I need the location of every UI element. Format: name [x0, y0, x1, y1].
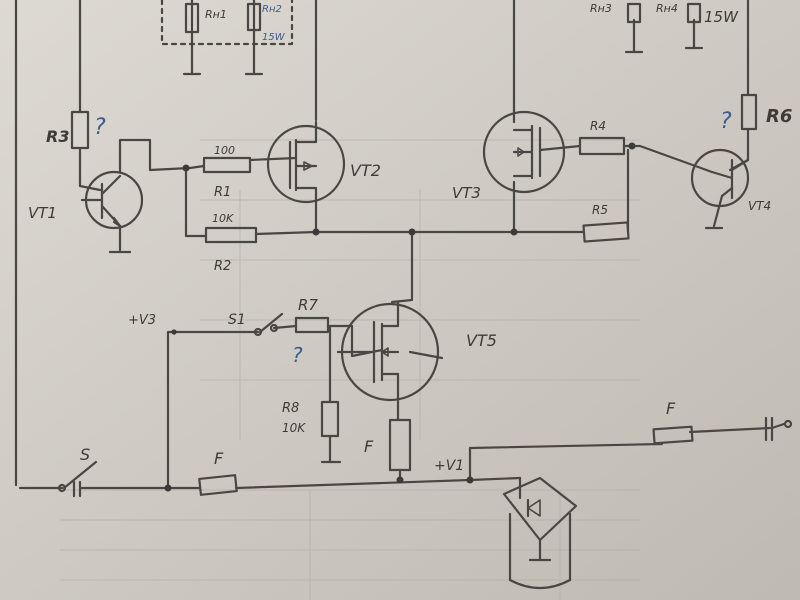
resistor-r6 [740, 93, 758, 131]
label-rn2-power: 15W [262, 32, 286, 43]
label-vt3: VT3 [452, 184, 481, 202]
label-vt5: VT5 [466, 331, 497, 350]
label-s1: S1 [228, 312, 246, 328]
label-vt4: VT4 [748, 199, 771, 213]
resistor-r5 [582, 221, 630, 243]
resistor-r1 [202, 156, 252, 174]
label-rn2: Rн2 [262, 4, 282, 15]
transistor-vt4 [690, 148, 750, 208]
label-r2-value: 10K [212, 212, 234, 225]
resistor-rn3 [626, 2, 642, 24]
label-vt2: VT2 [350, 161, 381, 180]
transistor-vt1 [80, 170, 144, 230]
label-r6: R6 [766, 106, 792, 127]
resistor-rn1 [184, 2, 200, 34]
label-f2: F [364, 437, 374, 456]
transistor-vt5 [336, 300, 444, 402]
transistor-vt3 [482, 110, 566, 194]
resistor-r8 [320, 400, 340, 438]
resistor-rn2 [246, 2, 262, 32]
label-r7-question: ? [292, 343, 303, 367]
switch-right [764, 416, 793, 442]
label-r4: R4 [590, 119, 606, 133]
label-f1: F [214, 449, 224, 468]
switch-s [57, 460, 98, 498]
label-r1-value: 100 [214, 144, 235, 157]
fuse-f3 [652, 425, 694, 445]
label-s: S [80, 445, 90, 464]
label-r5: R5 [592, 203, 608, 217]
label-rn4: Rн4 [656, 2, 678, 15]
fuse-f1 [198, 474, 238, 496]
label-r2: R2 [214, 259, 231, 274]
label-r1: R1 [214, 185, 231, 200]
label-r3-question: ? [94, 115, 106, 140]
label-f3: F [666, 399, 676, 418]
label-rn3: Rн3 [590, 2, 612, 15]
label-r6-question: ? [720, 109, 732, 134]
label-r3: R3 [46, 127, 69, 146]
label-v3: +V3 [128, 313, 156, 328]
label-r8-value: 10K [282, 421, 306, 435]
resistor-r4 [578, 136, 626, 156]
label-v1: +V1 [434, 458, 464, 474]
wires [14, 0, 772, 500]
fuse-f2 [388, 418, 412, 472]
label-rn1: Rн1 [205, 8, 227, 21]
resistor-rn4 [686, 2, 702, 24]
switch-s1 [253, 312, 298, 337]
junction-dots [164, 142, 636, 492]
label-r7: R7 [298, 296, 318, 314]
labels: Rн1 Rн2 15W Rн3 Rн4 15W R3 ? R6 ? 100 R1… [28, 2, 792, 474]
resistor-r3 [70, 110, 90, 150]
bridge-rectifier [502, 476, 578, 590]
label-rn4-power: 15W [704, 8, 739, 26]
resistor-r2 [204, 226, 258, 244]
transistor-vt2 [266, 120, 346, 204]
label-r8: R8 [282, 401, 299, 416]
label-vt1: VT1 [28, 204, 57, 222]
